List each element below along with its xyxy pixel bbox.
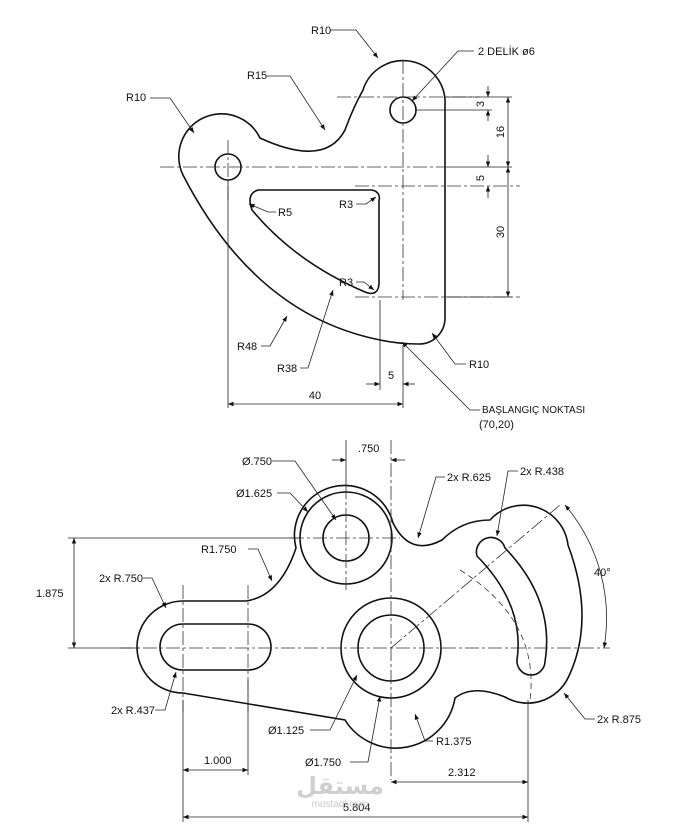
bottom-dim-5804-text: 5.804 — [343, 802, 371, 814]
bottom-dim-2312-text: 2.312 — [448, 767, 476, 779]
leader-dia-1750 — [350, 695, 382, 763]
leader-start-point — [401, 341, 480, 411]
top-dim-3-text: 3 — [475, 101, 487, 107]
bottom-part: .750 1.875 1.000 2.312 5.804 40° Ø.750 Ø… — [36, 440, 641, 822]
label-dia-1125: Ø1.125 — [268, 725, 304, 737]
top-inner-cutout — [249, 189, 381, 295]
bottom-left-slot — [159, 623, 272, 671]
leader-r3-lower — [356, 281, 375, 291]
top-part: 3 16 5 30 5 40 R10 R15 R10 2 DELİK ø6 — [126, 25, 585, 431]
label-r38: R38 — [277, 363, 297, 375]
leader-r10-bottom — [431, 332, 466, 365]
top-dim-40-text: 40 — [309, 390, 321, 402]
label-r1375: R1.375 — [436, 736, 471, 748]
leader-r1750 — [248, 548, 273, 582]
label-dia-1750: Ø1.750 — [305, 757, 341, 769]
label-r15: R15 — [247, 70, 267, 82]
leader-r38 — [300, 289, 334, 369]
leader-r15 — [267, 75, 326, 131]
watermark: مستقل mostaql.com — [296, 772, 384, 810]
label-r438: 2x R.438 — [520, 466, 564, 478]
leader-r3-upper — [356, 196, 377, 205]
label-r10-left: R10 — [126, 92, 146, 104]
leader-r1375 — [414, 713, 433, 742]
label-r875: 2x R.875 — [597, 714, 641, 726]
leader-dia-750 — [272, 460, 337, 521]
leader-dia-1125 — [310, 674, 358, 731]
top-outer-profile — [178, 59, 446, 345]
label-dia-750: Ø.750 — [242, 456, 272, 468]
label-r750: 2x R.750 — [99, 573, 143, 585]
label-r3-upper: R3 — [339, 199, 353, 211]
label-hole-note: 2 DELİK ø6 — [478, 45, 535, 58]
bottom-dim-angle-text: 40° — [594, 567, 611, 579]
leader-hole-note — [411, 50, 474, 102]
leader-dia-1625 — [277, 492, 309, 513]
bottom-centerline-angled — [390, 504, 561, 649]
bottom-slot-centerarc — [459, 569, 532, 701]
label-r10-top: R10 — [311, 25, 331, 37]
label-r625: 2x R.625 — [447, 472, 491, 484]
bottom-dim-angle-arc — [564, 504, 608, 649]
leader-r625 — [417, 476, 445, 539]
label-r5: R5 — [278, 207, 292, 219]
label-dia-1625: Ø1.625 — [236, 488, 272, 500]
bottom-curved-slot — [475, 536, 548, 676]
leader-r875 — [563, 692, 595, 720]
watermark-latin: mostaql.com — [312, 799, 369, 810]
label-start-coords: (70,20) — [479, 419, 514, 431]
top-dim-30-text: 30 — [495, 226, 507, 238]
label-r3-lower: R3 — [339, 277, 353, 289]
bottom-dim-750-text: .750 — [358, 443, 379, 455]
label-r10-bottom: R10 — [469, 359, 489, 371]
leader-r10-left — [150, 97, 195, 134]
top-dim-5v-text: 5 — [475, 175, 487, 181]
top-dim-16-text: 16 — [495, 126, 507, 138]
label-start-point: BAŞLANGIÇ NOKTASI — [482, 405, 585, 416]
leader-r750 — [143, 577, 167, 609]
leader-r437 — [155, 671, 177, 711]
label-r48: R48 — [237, 341, 257, 353]
leader-r5 — [248, 203, 276, 213]
leader-r48 — [261, 315, 288, 347]
watermark-arabic: مستقل — [296, 772, 384, 800]
bottom-dim-1875-text: 1.875 — [36, 588, 64, 600]
top-dim-5h-text: 5 — [388, 370, 394, 382]
label-r1750: R1.750 — [201, 544, 236, 556]
bottom-outer-profile — [136, 484, 583, 749]
label-r437: 2x R.437 — [111, 705, 155, 717]
leader-r438 — [495, 470, 518, 537]
bottom-dim-1000-text: 1.000 — [204, 755, 232, 767]
leader-r10-top — [330, 29, 379, 59]
